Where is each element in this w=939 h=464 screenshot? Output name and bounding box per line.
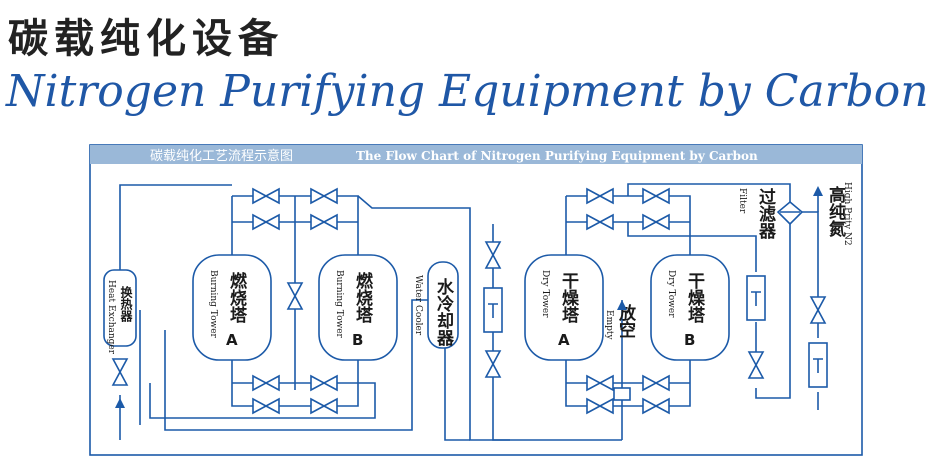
valve-icon	[642, 375, 670, 391]
valve-icon	[310, 214, 338, 230]
burning-tower-a-tag: A	[226, 331, 238, 349]
water-cooler	[427, 261, 459, 349]
flowmeter-icon	[746, 275, 766, 321]
dry-tower-a-tag: A	[558, 331, 570, 349]
valve-icon	[642, 398, 670, 414]
empty-label-cn: 放空	[615, 303, 637, 338]
page-title-en: Nitrogen Purifying Equipment by Carbon	[6, 66, 929, 117]
valve-icon	[252, 398, 280, 414]
water-cooler-label-cn: 水冷却器	[433, 277, 455, 347]
valve-icon	[586, 214, 614, 230]
valve-icon	[310, 375, 338, 391]
valve-icon	[586, 375, 614, 391]
filter	[776, 200, 804, 226]
valve-icon	[252, 214, 280, 230]
valve-icon	[112, 358, 128, 386]
valve-icon	[586, 398, 614, 414]
vent-valve-box	[613, 387, 631, 401]
valve-icon	[485, 241, 501, 269]
dry-tower-b	[650, 254, 730, 361]
valve-icon	[310, 398, 338, 414]
water-cooler-label-en: Water Cooler	[413, 275, 423, 336]
high-purity-label-en: High Prity N2	[842, 182, 852, 246]
valve-icon	[252, 188, 280, 204]
burning-tower-a-label-cn: 燃烧塔	[226, 271, 247, 324]
dry-tower-b-label-en: Dry Tower	[666, 270, 676, 318]
banner-title-cn: 碳载纯化工艺流程示意图	[150, 148, 293, 164]
filter-label-cn: 过滤器	[755, 188, 777, 240]
flowmeter-icon	[483, 287, 503, 333]
valve-icon	[748, 351, 764, 379]
dry-tower-a-label-cn: 干燥塔	[558, 272, 579, 324]
heat-exchanger	[103, 269, 137, 347]
valve-icon	[287, 282, 303, 310]
vent-arrow-icon	[617, 300, 627, 310]
valve-icon	[485, 350, 501, 378]
dry-tower-b-label-cn: 干燥塔	[684, 272, 705, 324]
valve-icon	[252, 375, 280, 391]
valve-icon	[642, 188, 670, 204]
valve-icon	[642, 214, 670, 230]
valve-icon	[810, 296, 826, 324]
inlet-arrow-icon	[115, 398, 125, 408]
banner-title-en: The Flow Chart of Nitrogen Purifying Equ…	[356, 149, 758, 163]
flowmeter-icon	[808, 342, 828, 388]
outlet-arrow-icon	[813, 186, 823, 196]
chart-banner	[90, 145, 862, 164]
burning-tower-b-tag: B	[352, 331, 363, 349]
dry-tower-a-label-en: Dry Tower	[540, 270, 550, 318]
burning-tower-b	[318, 254, 398, 361]
empty-label-en: Empty	[604, 310, 614, 340]
burning-tower-b-label-cn: 燃烧塔	[352, 271, 373, 324]
dry-tower-a	[524, 254, 604, 361]
burning-tower-b-label-en: Burning Tower	[334, 270, 344, 339]
burning-tower-a	[192, 254, 272, 361]
filter-label-en: Filter	[737, 188, 747, 214]
high-purity-label-cn: 高纯氮	[825, 185, 846, 238]
heat-exchanger-label-en: Heat Exchanger	[106, 280, 116, 355]
heat-exchanger-label-cn: 换热器	[119, 285, 133, 323]
dry-tower-b-tag: B	[684, 331, 695, 349]
burning-tower-a-label-en: Burning Tower	[208, 270, 218, 339]
valve-icon	[310, 188, 338, 204]
page-title-cn: 碳载纯化设备	[8, 16, 284, 62]
valve-icon	[586, 188, 614, 204]
